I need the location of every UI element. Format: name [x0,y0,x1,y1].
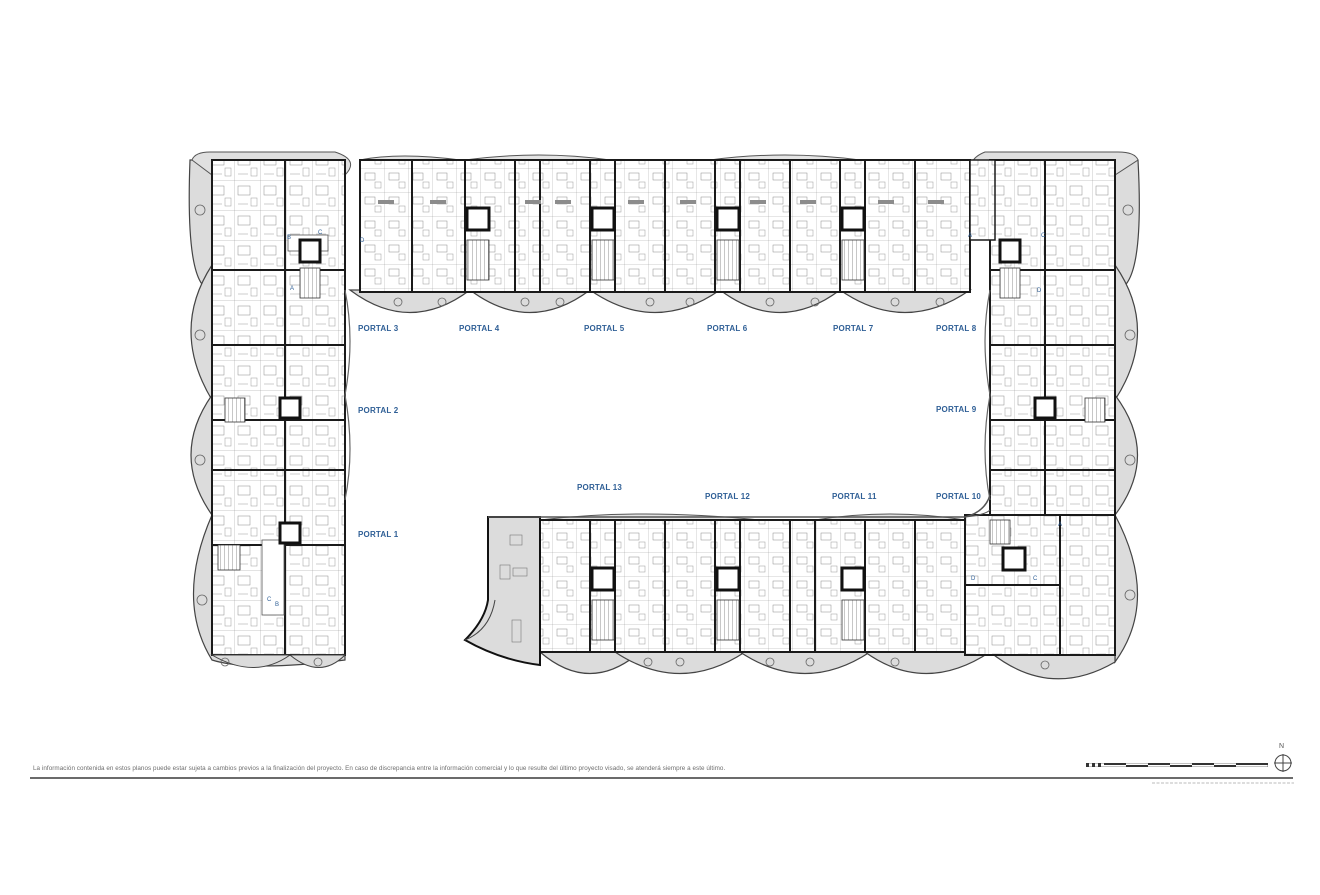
bottom-wing [463,494,1116,680]
portal-label-12: PORTAL 12 [705,492,751,501]
door-letter-d-bottom: D [971,576,976,582]
footer-divider [30,777,1293,779]
scale-bar-icon [1086,763,1268,767]
door-letter-a: A [290,286,295,292]
terrace-furniture [194,204,1136,670]
portal-label-8: PORTAL 8 [936,324,977,333]
door-letter-b: B [287,235,292,241]
disclaimer-text: La información contenida en estos planos… [33,765,726,772]
right-wing [969,151,1140,664]
portal-label-5: PORTAL 5 [584,324,625,333]
portal-label-4: PORTAL 4 [459,324,500,333]
left-wing [188,151,352,668]
portal-label-11: PORTAL 11 [832,492,877,501]
portal-label-2: PORTAL 2 [358,406,399,415]
door-letter-d: D [360,238,365,244]
door-letter-d-right: D [1037,288,1042,294]
door-letter-c-right: C [1041,233,1046,239]
door-letter-c: C [318,230,323,236]
north-label: N [1279,743,1285,750]
door-letter-b-left: B [275,602,280,608]
top-wing [348,154,972,314]
door-letter-c-bottom: C [1033,576,1038,582]
portal-label-1: PORTAL 1 [358,530,399,539]
portal-label-7: PORTAL 7 [833,324,874,333]
portal-label-13: PORTAL 13 [577,483,623,492]
door-letter-a-right: A [968,233,973,239]
portal-label-6: PORTAL 6 [707,324,748,333]
portal-label-3: PORTAL 3 [358,324,399,333]
fine-print-line [1152,782,1294,784]
door-letter-c-left: C [267,597,272,603]
portal-label-9: PORTAL 9 [936,405,977,414]
north-arrow-compass-icon [1274,754,1292,772]
portal-label-10: PORTAL 10 [936,492,982,501]
door-letter-a-bottom: A [1058,522,1063,528]
